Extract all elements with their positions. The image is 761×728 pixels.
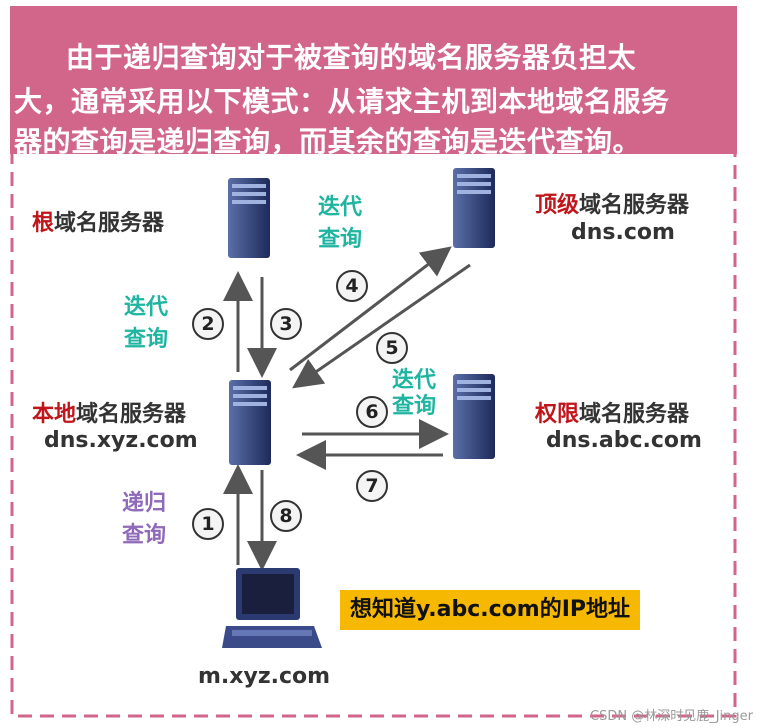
header-line-3: 器的查询是递归查询，而其余的查询是迭代查询。 [14,120,641,160]
recursive-query-label: 递归 查询 [122,488,166,552]
tld-server-highlight: 顶级 [535,193,579,218]
root-server-label: 根域名服务器 [32,205,164,237]
iterative-query-top-line1: 迭代 [318,192,362,224]
client-host: m.xyz.com [198,664,330,689]
recursive-query-line1: 递归 [122,488,166,520]
auth-server-host: dns.abc.com [546,428,702,453]
auth-server-highlight: 权限 [535,402,579,427]
auth-server-icon [453,374,495,459]
watermark: CSDN @林深时见鹿_Jinger [590,705,753,724]
step-6-badge: 6 [356,396,388,428]
tld-server-text: 域名服务器 [579,193,689,218]
iterative-query-label-top: 迭代 查询 [318,192,362,256]
step-7-badge: 7 [356,470,388,502]
arrow-step-4 [290,250,447,370]
step-5-badge: 5 [376,332,408,364]
step-1-badge: 1 [192,508,224,540]
step-2-badge: 2 [192,308,224,340]
iterative-query-right-line2: 查询 [392,394,436,420]
tld-server-icon [453,168,495,248]
step-3-badge: 3 [270,308,302,340]
iterative-query-right-line1: 迭代 [392,368,436,394]
auth-server-label: 权限域名服务器 [535,396,689,428]
local-server-host: dns.xyz.com [44,428,198,453]
auth-server-text: 域名服务器 [579,402,689,427]
step-8-badge: 8 [270,500,302,532]
header-banner: 由于递归查询对于被查询的域名服务器负担太 大，通常采用以下模式：从请求主机到本地… [10,6,737,154]
local-server-highlight: 本地 [32,402,76,427]
root-server-icon [228,178,270,258]
local-server-icon [229,380,271,465]
iterative-query-top-line2: 查询 [318,224,362,256]
iterative-query-left-line2: 查询 [124,324,168,356]
root-server-highlight: 根 [32,211,54,236]
client-computer-icon [222,568,322,648]
local-server-text: 域名服务器 [76,402,186,427]
tld-server-label: 顶级域名服务器 [535,187,689,219]
header-line-1: 由于递归查询对于被查询的域名服务器负担太 [66,36,636,76]
arrow-step-5 [297,265,470,385]
iterative-query-label-left: 迭代 查询 [124,292,168,356]
root-server-text: 域名服务器 [54,211,164,236]
step-4-badge: 4 [336,270,368,302]
iterative-query-left-line1: 迭代 [124,292,168,324]
tld-server-host: dns.com [571,220,675,245]
iterative-query-label-right: 迭代 查询 [392,368,436,420]
local-server-label: 本地域名服务器 [32,396,186,428]
query-target-callout: 想知道y.abc.com的IP地址 [340,590,640,630]
header-line-2: 大，通常采用以下模式：从请求主机到本地域名服务 [14,80,670,120]
recursive-query-line2: 查询 [122,520,166,552]
